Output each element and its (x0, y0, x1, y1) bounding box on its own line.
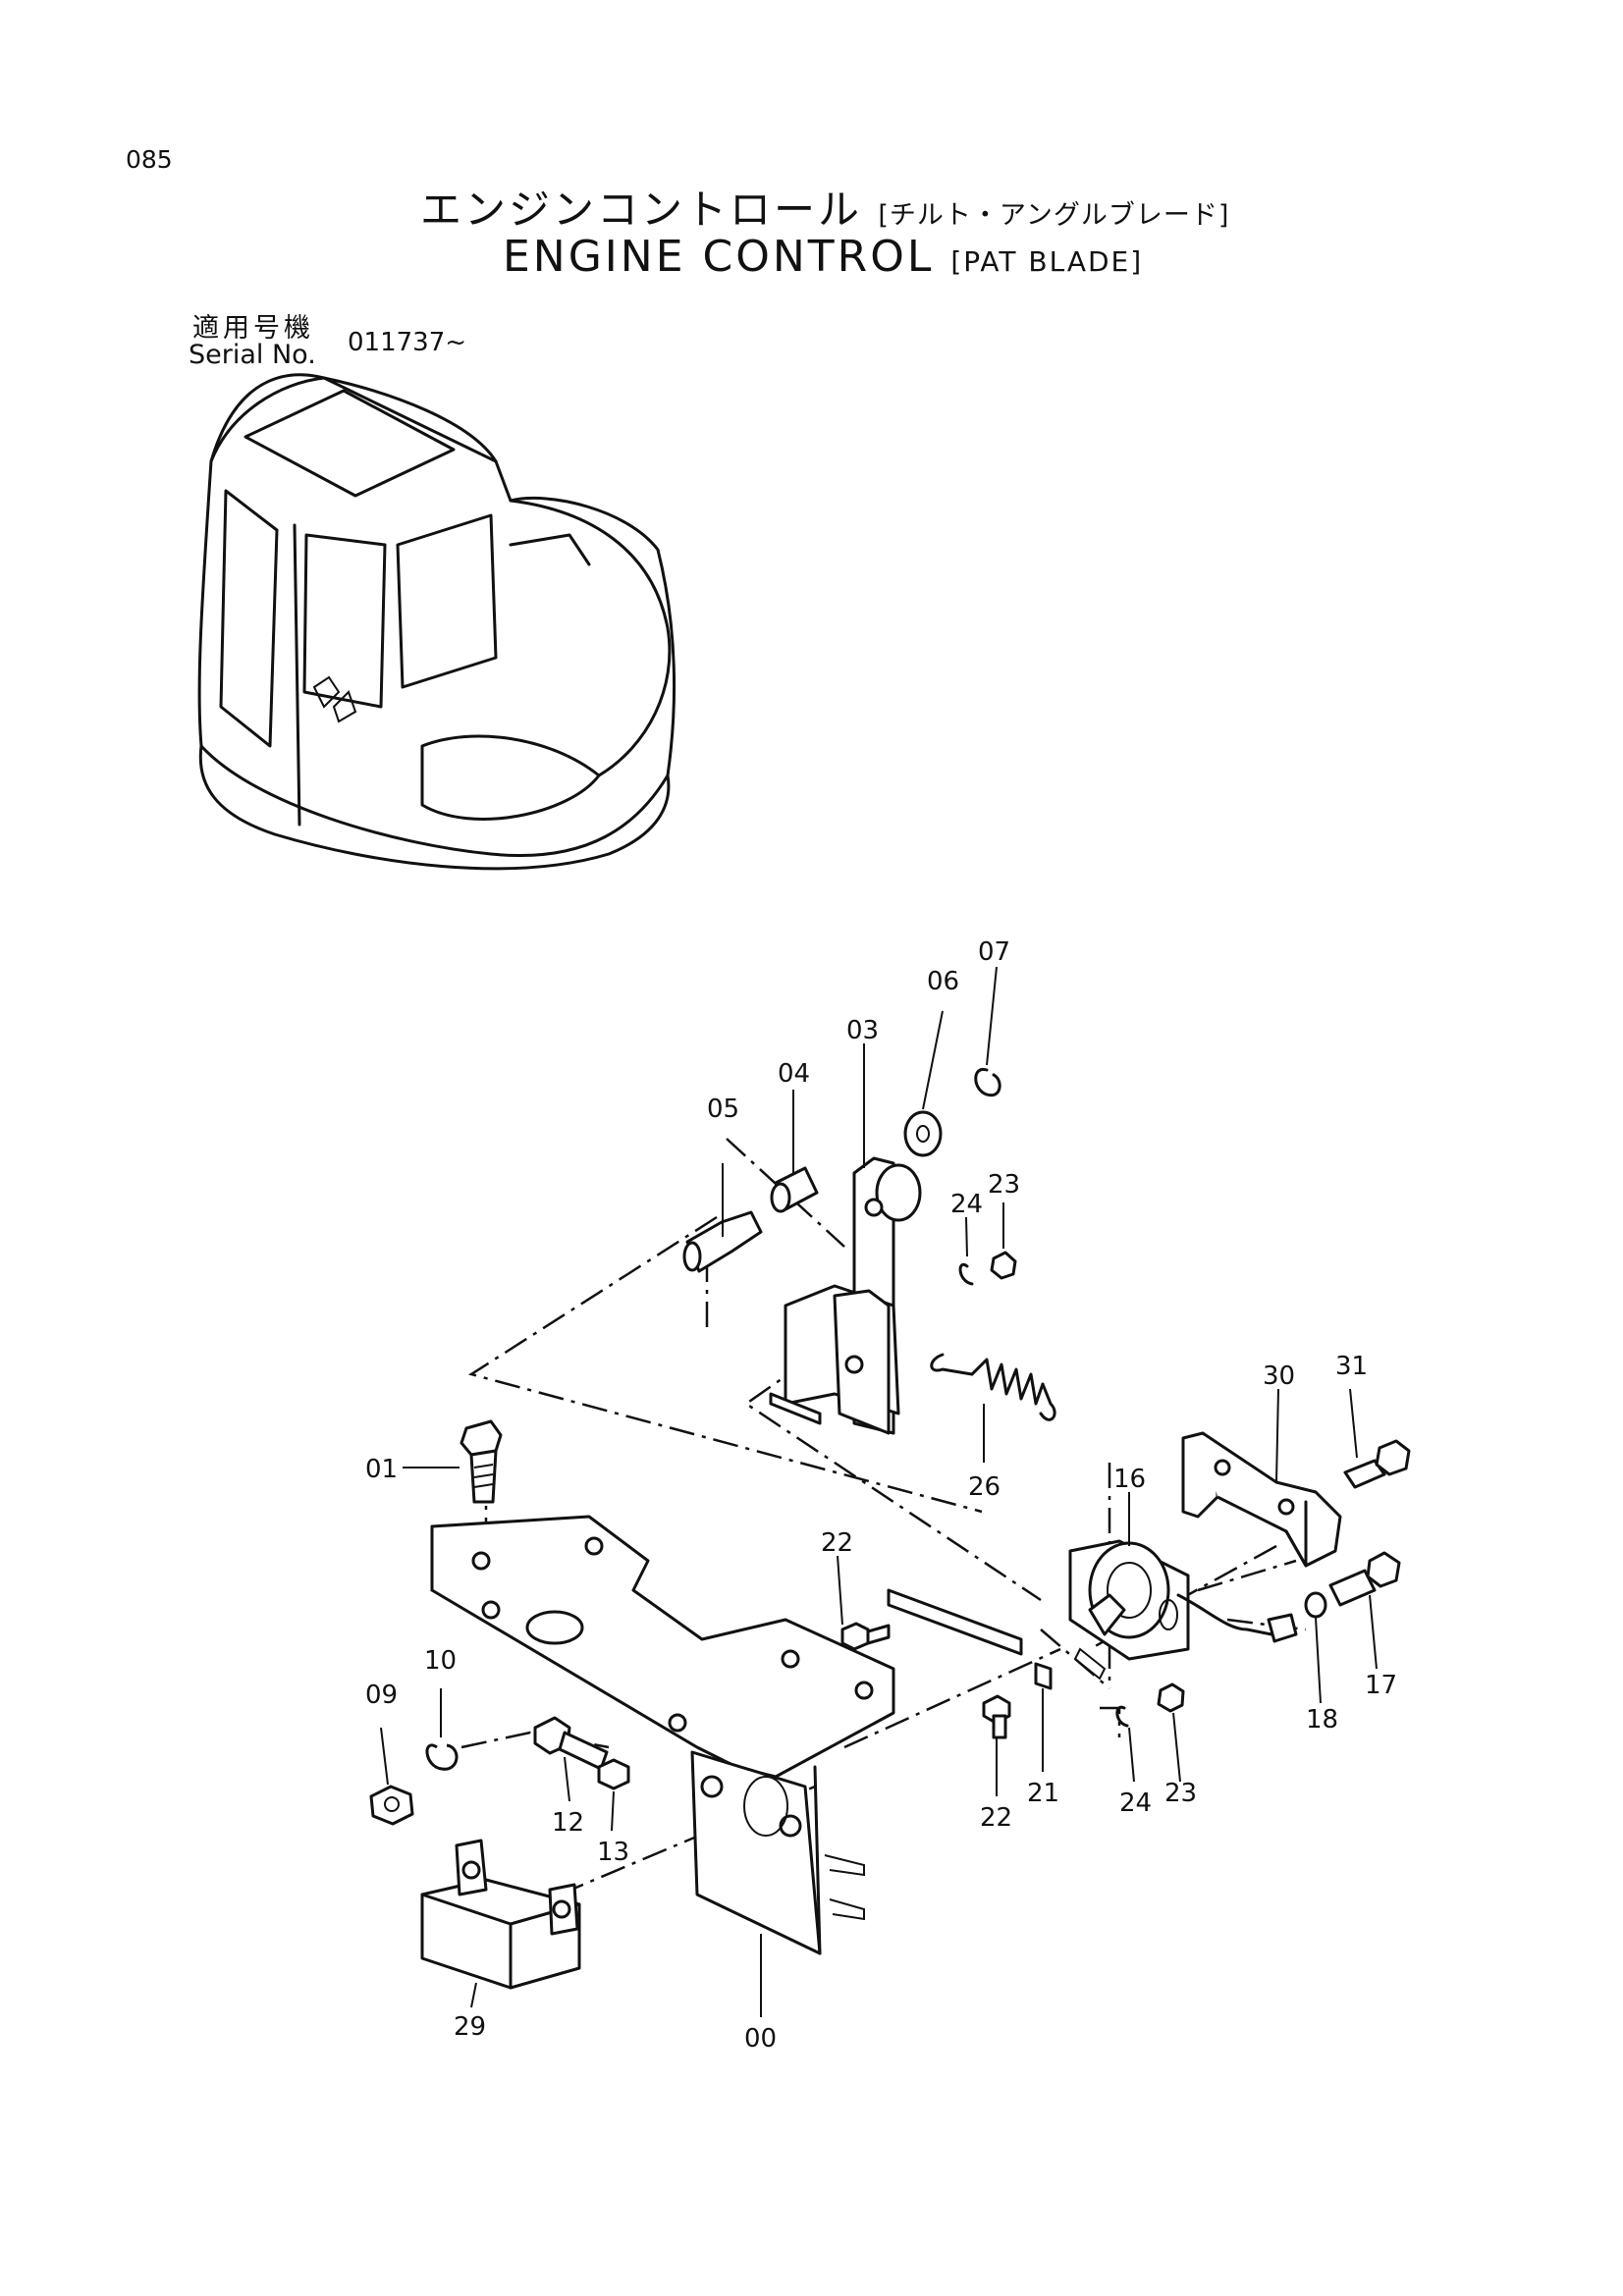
callout-31: 31 (1335, 1352, 1368, 1381)
callout-23-top: 23 (988, 1170, 1020, 1200)
base-plate (430, 1515, 895, 1955)
callout-16: 16 (1113, 1465, 1146, 1494)
linkage-rod (840, 1588, 1053, 1739)
callout-labels: 01 03 04 05 06 07 24 23 26 22 16 30 31 1… (365, 937, 1397, 2054)
bracket-30 (1181, 1431, 1342, 1568)
solenoid-16 (1068, 1539, 1298, 1681)
callout-23-bottom: 23 (1164, 1779, 1197, 1808)
fasteners-right (1115, 1439, 1411, 1728)
callout-01: 01 (365, 1455, 398, 1484)
title-japanese: エンジンコントロール [チルト・アングルブレード] (420, 177, 1229, 237)
callout-24-bottom: 24 (1119, 1789, 1152, 1818)
excavator-illustration (197, 373, 676, 871)
return-spring (930, 1353, 1056, 1421)
callout-07: 07 (978, 937, 1010, 967)
callout-29: 29 (454, 2012, 486, 2042)
title-english: ENGINE CONTROL [PAT BLADE] (503, 232, 1143, 282)
fastener-group-left (369, 1716, 630, 1826)
callout-13: 13 (597, 1838, 629, 1867)
bolt-01 (460, 1419, 503, 1504)
callout-04: 04 (778, 1059, 810, 1089)
page-number: 085 (126, 145, 173, 174)
callout-18: 18 (1306, 1705, 1338, 1735)
callout-03: 03 (846, 1016, 879, 1045)
callout-26: 26 (968, 1472, 1001, 1502)
serial-label-en: Serial No. (189, 340, 316, 370)
callout-17: 17 (1365, 1671, 1397, 1700)
callout-06: 06 (927, 967, 959, 996)
cover-29 (420, 1839, 581, 1990)
title-jp-sub: [チルト・アングルブレード] (878, 200, 1230, 231)
serial-label-jp: 適用号機 (192, 313, 314, 344)
serial-value: 011737~ (348, 328, 467, 357)
callout-30: 30 (1263, 1362, 1295, 1391)
title-en-sub: [PAT BLADE] (950, 245, 1144, 278)
callout-21: 21 (1027, 1779, 1059, 1808)
callout-12: 12 (552, 1808, 584, 1838)
leader-lines (380, 966, 1378, 2017)
callout-24-top: 24 (950, 1190, 983, 1219)
callout-05: 05 (707, 1095, 739, 1124)
lever-bracket (769, 1156, 922, 1435)
title-jp-main: エンジンコントロール (420, 186, 863, 234)
pin-assembly (682, 1067, 1017, 1286)
callout-00: 00 (744, 2024, 777, 2054)
title-en-main: ENGINE CONTROL (503, 232, 935, 282)
callout-09: 09 (365, 1681, 398, 1710)
callout-22-bottom: 22 (980, 1803, 1012, 1833)
callout-10: 10 (424, 1646, 457, 1676)
callout-22-top: 22 (821, 1528, 853, 1558)
